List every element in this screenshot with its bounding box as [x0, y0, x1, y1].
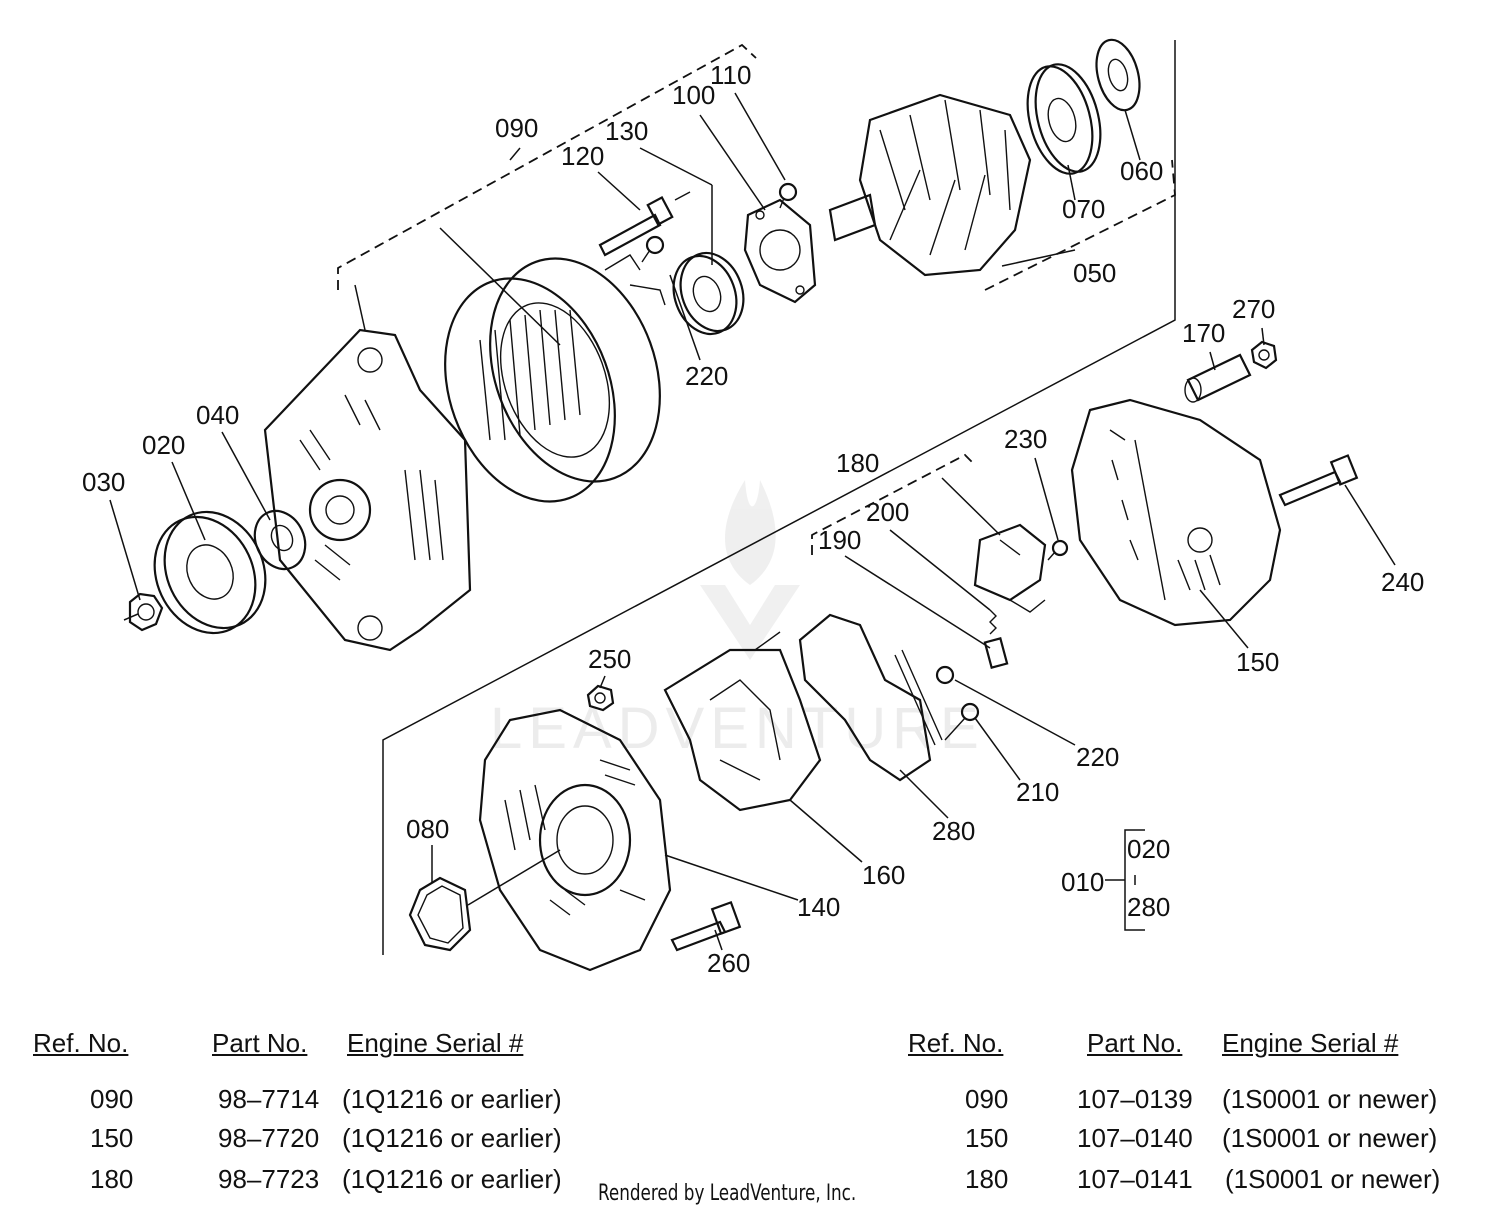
callout-c140: 140 — [797, 892, 840, 922]
left-row-1-ref: 090 — [90, 1084, 134, 1114]
part-040-spacer — [253, 509, 307, 571]
header-serial-left: Engine Serial # — [347, 1028, 524, 1058]
part-200-spring — [989, 609, 997, 635]
part-140-rear-housing — [478, 708, 672, 972]
right-row-3-serial: (1S0001 or newer) — [1225, 1164, 1441, 1194]
callout-c040: 040 — [196, 400, 239, 430]
part-080-gasket — [408, 876, 472, 952]
part-160-rectifier — [663, 631, 822, 812]
part-030-nut — [123, 592, 164, 632]
header-part-left: Part No. — [212, 1028, 308, 1058]
callout-c080: 080 — [406, 814, 449, 844]
callout-c180: 180 — [836, 448, 879, 478]
group-main-boundary — [382, 40, 1176, 955]
left-row-3-ref: 180 — [90, 1164, 134, 1194]
left-row-3-serial: (1Q1216 or earlier) — [342, 1164, 562, 1194]
rendered-by-credit: Rendered by LeadVenture, Inc. — [598, 1181, 857, 1206]
callout-c100: 100 — [672, 80, 715, 110]
left-row-2-serial: (1Q1216 or earlier) — [342, 1123, 562, 1153]
alternator-exploded-diagram: LEADVENTURE — [82, 38, 1424, 978]
part-brush-holder — [973, 523, 1047, 613]
part-060-washer — [1095, 38, 1141, 112]
left-row-1-part: 98–7714 — [218, 1084, 320, 1114]
right-row-1-serial: (1S0001 or newer) — [1222, 1084, 1438, 1114]
watermark: LEADVENTURE — [490, 480, 985, 761]
part-270-nut — [1250, 340, 1278, 370]
part-170-insulator — [1184, 353, 1252, 403]
part-050-rotor — [828, 93, 1032, 277]
watermark-text: LEADVENTURE — [490, 696, 985, 761]
callout-c220b: 220 — [1076, 742, 1119, 772]
header-serial-right: Engine Serial # — [1222, 1028, 1399, 1058]
leader-lines — [109, 92, 1396, 951]
right-row-1-ref: 090 — [965, 1084, 1009, 1114]
callout-c240: 240 — [1381, 567, 1424, 597]
part-210-screw — [944, 702, 980, 741]
callout-c090: 090 — [495, 113, 538, 143]
callout-c050: 050 — [1073, 258, 1116, 288]
callout-c160: 160 — [862, 860, 905, 890]
header-ref-right: Ref. No. — [908, 1028, 1004, 1058]
part-130-screw — [641, 235, 665, 263]
callout-labels: 0901001101201300700600502200200400301702… — [82, 60, 1424, 978]
group-boundaries — [337, 40, 1176, 955]
header-part-right: Part No. — [1087, 1028, 1183, 1058]
part-150-rear-cover — [1070, 398, 1282, 627]
callout-c190: 190 — [818, 525, 861, 555]
right-row-2-part: 107–0140 — [1077, 1123, 1193, 1153]
left-row-3-part: 98–7723 — [218, 1164, 320, 1194]
callout-c060: 060 — [1120, 156, 1163, 186]
part-stator — [444, 254, 666, 503]
callout-c020a: 020 — [142, 430, 185, 460]
callout-c130: 130 — [605, 116, 648, 146]
part-240-bolt — [1278, 454, 1359, 507]
left-row-2-ref: 150 — [90, 1123, 134, 1153]
callout-c200: 200 — [866, 497, 909, 527]
right-row-1-part: 107–0139 — [1077, 1084, 1193, 1114]
part-front-housing — [263, 328, 472, 652]
part-020-pulley — [153, 510, 267, 635]
header-ref-left: Ref. No. — [33, 1028, 129, 1058]
callout-c020b: 020 — [1127, 834, 1170, 864]
callout-c170: 170 — [1182, 318, 1225, 348]
callout-c270: 270 — [1232, 294, 1275, 324]
part-280-regulator — [798, 613, 943, 782]
left-row-2-part: 98–7720 — [218, 1123, 320, 1153]
callout-c280: 280 — [932, 816, 975, 846]
part-230-screw — [1047, 539, 1069, 561]
callout-c210: 210 — [1016, 777, 1059, 807]
callout-c230: 230 — [1004, 424, 1047, 454]
callout-c120: 120 — [561, 141, 604, 171]
callout-c280b: 280 — [1127, 892, 1170, 922]
right-row-2-ref: 150 — [965, 1123, 1009, 1153]
part-190-brush — [983, 637, 1009, 669]
callout-c220a: 220 — [685, 361, 728, 391]
callout-c260: 260 — [707, 948, 750, 978]
callout-c250: 250 — [588, 644, 631, 674]
right-row-3-part: 107–0141 — [1077, 1164, 1193, 1194]
part-220-screw — [935, 665, 955, 685]
part-100-plate — [743, 198, 817, 304]
callout-c150: 150 — [1236, 647, 1279, 677]
left-row-1-serial: (1Q1216 or earlier) — [342, 1084, 562, 1114]
callout-c070: 070 — [1062, 194, 1105, 224]
part-220-bearing-top — [672, 251, 745, 336]
part-120-bolt — [598, 191, 691, 257]
right-row-2-serial: (1S0001 or newer) — [1222, 1123, 1438, 1153]
callout-c010: 010 — [1061, 867, 1104, 897]
part-250-nut — [586, 684, 615, 712]
group-180-boundary — [811, 453, 973, 555]
part-110-screw — [778, 182, 798, 209]
part-260-bolt — [670, 900, 742, 952]
callout-c030: 030 — [82, 467, 125, 497]
callout-c110: 110 — [710, 60, 751, 90]
part-070-bearing — [1026, 63, 1102, 175]
right-row-3-ref: 180 — [965, 1164, 1009, 1194]
